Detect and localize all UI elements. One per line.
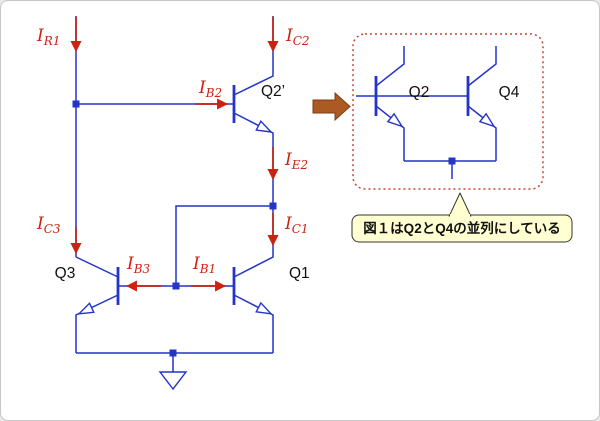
current-label-ic2: IC2: [285, 26, 310, 48]
callout-label: 図１はQ2とQ4の並列にしている: [363, 220, 561, 236]
emitter-arrow-q1-icon: [255, 301, 273, 315]
current-label-ic3: IC3: [36, 214, 61, 236]
transistor-label-q2prime: Q2’: [261, 83, 285, 100]
q1-emitter-wire: [233, 294, 274, 353]
current-label-ie2: IE2: [284, 150, 308, 172]
transistor-label-q1: Q1: [289, 265, 310, 282]
current-label-ib3: IB3: [126, 254, 151, 276]
junction-node: [169, 349, 177, 357]
callout-seam-cover: [450, 214, 470, 217]
transistor-label-q2: Q2: [409, 84, 430, 101]
emitter-arrow-q2prime-icon: [255, 119, 273, 133]
current-arrows: [70, 17, 279, 292]
q1-collector-wire: [233, 206, 274, 278]
current-label-ic1: IC1: [284, 214, 309, 236]
flow-arrow-icon: [312, 91, 351, 122]
feedback-wire: [175, 205, 273, 286]
transistor-label-q4: Q4: [499, 84, 520, 101]
current-label-ib2: IB2: [198, 78, 222, 100]
current-label-ib1: IB1: [192, 254, 216, 276]
junction-node: [448, 157, 456, 165]
wires: [75, 16, 274, 372]
inset-q4-emitter-wire: [467, 105, 497, 161]
emitter-arrow-q4-icon: [478, 112, 496, 128]
transistor-label-q3: Q3: [55, 265, 76, 282]
inset-box: [352, 33, 544, 190]
callout-tail: [448, 192, 472, 217]
emitter-arrow-q2-icon: [386, 112, 404, 128]
q3-emitter-wire: [75, 294, 119, 353]
ground-icon: [158, 371, 188, 391]
current-label-ir1: IR1: [36, 26, 60, 48]
inset-q4-collector-wire: [467, 46, 497, 87]
junction-node: [172, 282, 180, 290]
junction-node: [72, 100, 80, 108]
q3-collector-wire: [75, 256, 119, 278]
inset-panel: Q2 Q4: [352, 33, 544, 190]
emitter-arrow-q3-icon: [77, 302, 95, 315]
main-circuit: IR1 IC2 IB2 IE2 IC1 IC3 IB3 IB1 Q2’ Q3 Q…: [36, 16, 310, 391]
inset-q2-collector-wire: [375, 46, 405, 87]
q2prime-emitter-wire: [233, 112, 274, 206]
junction-node: [269, 202, 277, 210]
inset-q2-emitter-wire: [375, 105, 405, 161]
callout: 図１はQ2とQ4の並列にしている: [351, 192, 573, 243]
